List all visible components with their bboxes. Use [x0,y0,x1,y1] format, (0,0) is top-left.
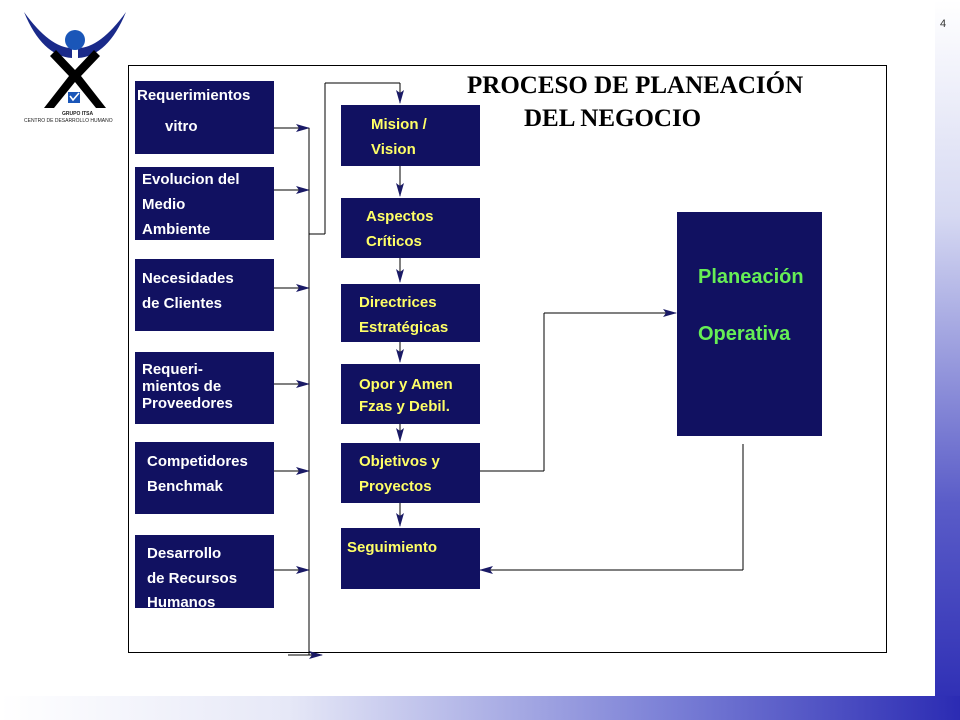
input-label-line: Medio [142,196,186,213]
input-box-desarrollo-recursos-humanos: Desarrollo de Recursos Humanos [135,535,274,608]
operative-label-line: Operativa [698,323,791,345]
step-label-line: Seguimiento [347,539,438,556]
slide-number: 4 [940,18,947,30]
input-label-line: Necesidades [142,270,234,287]
input-label-line: de Recursos [147,570,238,587]
step-label-line: Mision / [371,116,427,133]
step-label-line: Aspectos [366,208,434,225]
operative-label-line: Planeación [698,266,804,288]
step-label-line: Estratégicas [359,319,449,336]
step-box-directrices-estrategicas: Directrices Estratégicas [341,284,480,342]
input-label-line: Desarrollo [147,545,222,562]
step-label-line: Críticos [366,233,422,250]
step-label-line: Vision [371,141,416,158]
input-label-line: Competidores [147,453,248,470]
bottom-gradient-bar [0,696,960,720]
input-label-line: Proveedores [142,395,233,412]
step-box-objetivos-proyectos: Objetivos y Proyectos [341,443,480,503]
logo-brand-text: GRUPO ITSA [62,111,94,117]
input-label-line: Humanos [147,594,216,608]
right-gradient-bar [935,0,960,720]
diagram-frame [128,65,887,653]
step-label-line: Fzas y Debil. [359,398,450,415]
step-label-line: Directrices [359,294,437,311]
input-label-line: de Clientes [142,295,223,312]
input-label-line: Requeri- [142,361,203,378]
input-box-necesidades-clientes: Necesidades de Clientes [135,259,274,331]
step-box-seguimiento: Seguimiento [341,528,480,589]
step-box-aspectos-criticos: Aspectos Críticos [341,198,480,258]
input-label-line: Requerimientos [137,87,251,104]
title-line-1: PROCESO DE PLANEACIÓN [467,72,804,99]
input-box-requerimientos-vitro: Requerimientos vitro [135,81,274,154]
step-label-line: Proyectos [359,478,432,495]
operative-planning-box: Planeación Operativa [677,212,822,436]
input-label-line: Ambiente [142,221,211,238]
input-label-line: mientos de [142,378,222,395]
logo-subtitle-text: CENTRO DE DESARROLLO HUMANO [24,118,113,124]
title-line-2: DEL NEGOCIO [524,105,702,132]
company-logo: GRUPO ITSA CENTRO DE DESARROLLO HUMANO [20,8,130,128]
input-label-line: Evolucion del [142,171,240,188]
input-box-requerimientos-proveedores: Requeri- mientos de Proveedores [135,352,274,424]
input-box-competidores-benchmak: Competidores Benchmak [135,442,274,514]
step-box-mision-vision: Mision / Vision [341,105,480,166]
step-label-line: Objetivos y [359,453,440,470]
input-box-evolucion-medio-ambiente: Evolucion del Medio Ambiente [135,167,274,240]
input-label-line: Benchmak [147,478,223,495]
input-label-line: vitro [165,118,198,135]
step-label-line: Opor y Amen [359,376,453,393]
step-box-oportunidades-amenazas: Opor y Amen Fzas y Debil. [341,364,480,424]
logo-icon [24,12,126,108]
